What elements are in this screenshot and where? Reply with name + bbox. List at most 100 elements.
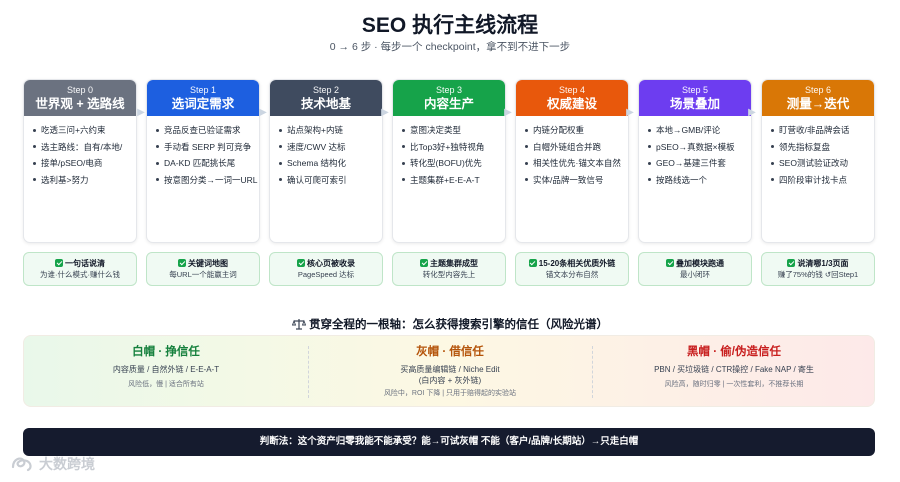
zone-title: 白帽 · 挣信任 bbox=[132, 346, 200, 358]
step-item: 接单/pSEO/电商 bbox=[33, 157, 130, 169]
step-number: Step 2 bbox=[312, 85, 340, 95]
check-icon bbox=[297, 259, 305, 267]
checkpoint-title: 叠加模块跑通 bbox=[676, 259, 724, 268]
arrow-right-icon: ▶ bbox=[137, 107, 145, 118]
arrow-right-icon: ▶ bbox=[748, 107, 756, 118]
step-item: 主题集群+E-E-A-T bbox=[402, 174, 499, 186]
checkpoint-desc: PageSpeed 达标 bbox=[297, 270, 355, 279]
step-number: Step 1 bbox=[189, 85, 217, 95]
step-item: SEO测试验证改动 bbox=[771, 157, 868, 169]
checkpoint-desc: 最小闭环 bbox=[680, 270, 710, 279]
checkpoint-card-5: 叠加模块跑通 最小闭环 bbox=[638, 252, 752, 286]
step-item: 意图决定类型 bbox=[402, 124, 499, 136]
arrow-right-icon: ▶ bbox=[259, 107, 267, 118]
zone-black-hat: 黑帽 · 偷/伪造信任 PBN / 买垃圾链 / CTR操控 / Fake NA… bbox=[592, 336, 876, 408]
step-card-1: Step 1 选词定需求 竞品反查已验证需求 手动看 SERP 判可竞争 DA-… bbox=[146, 79, 260, 243]
step-card-4: Step 4 权威建设 内链分配权重 白帽外链组合并跑 相关性优先·锚文本自然 … bbox=[515, 79, 629, 243]
step-header: Step 6 测量→迭代 bbox=[762, 80, 874, 116]
step-item: 竞品反查已验证需求 bbox=[156, 124, 253, 136]
step-item-list: 竞品反查已验证需求 手动看 SERP 判可竞争 DA-KD 匹配挑长尾 按意图分… bbox=[147, 116, 259, 186]
page-title: SEO 执行主线流程 bbox=[361, 14, 539, 37]
zone-desc: 买高质量编辑链 / Niche Edit bbox=[400, 365, 500, 374]
step-item-list: 本地→GMB/评论 pSEO→真数据×模板 GEO→基建三件套 按路线选一个 bbox=[639, 116, 751, 186]
check-icon bbox=[55, 259, 63, 267]
checkpoint-desc: 为谁·什么模式·赚什么钱 bbox=[40, 270, 120, 279]
checkpoint-title: 主题集群成型 bbox=[430, 259, 478, 268]
watermark: 大数跨境 bbox=[10, 453, 95, 475]
step-item: 按意图分类→一词一URL bbox=[156, 174, 258, 186]
step-name: 内容生产 bbox=[423, 97, 474, 111]
arrow-right-icon: ▶ bbox=[381, 107, 389, 118]
step-item: 选利基>努力 bbox=[33, 174, 130, 186]
step-header: Step 4 权威建设 bbox=[516, 80, 628, 116]
axis-title-text: 贯穿全程的一根轴：怎么获得搜索引擎的信任（风险光谱） bbox=[309, 319, 608, 331]
step-item-list: 吃透三问+六约束 选主路线：自有/本地/ 接单/pSEO/电商 选利基>努力 bbox=[24, 116, 136, 186]
watermark-text: 大数跨境 bbox=[39, 456, 95, 472]
step-item: GEO→基建三件套 bbox=[648, 157, 745, 169]
step-header: Step 1 选词定需求 bbox=[147, 80, 259, 116]
zone-note: 风险低，慢 | 适合所有站 bbox=[128, 381, 204, 388]
check-icon bbox=[178, 259, 186, 267]
scale-icon bbox=[292, 319, 306, 330]
step-item: DA-KD 匹配挑长尾 bbox=[156, 157, 253, 169]
axis-title: 贯穿全程的一根轴：怎么获得搜索引擎的信任（风险光谱） bbox=[0, 316, 900, 332]
step-card-5: Step 5 场景叠加 本地→GMB/评论 pSEO→真数据×模板 GEO→基建… bbox=[638, 79, 752, 243]
step-item: 手动看 SERP 判可竞争 bbox=[156, 141, 253, 153]
zone-divider bbox=[308, 346, 309, 398]
risk-spectrum: 白帽 · 挣信任 内容质量 / 自然外链 / E-E-A-T 风险低，慢 | 适… bbox=[23, 335, 875, 407]
brand-logo-icon bbox=[11, 457, 32, 472]
step-number: Step 3 bbox=[435, 85, 463, 95]
step-item: pSEO→真数据×模板 bbox=[648, 141, 745, 153]
zone-note: 风险高，随时归零 | 一次性套利，不推荐长期 bbox=[664, 381, 804, 388]
checkpoint-title: 一句话说清 bbox=[65, 259, 105, 268]
checkpoint-desc: 赚了75%的钱 ↺回Step1 bbox=[777, 270, 859, 279]
step-item-list: 内链分配权重 白帽外链组合并跑 相关性优先·锚文本自然 实体/品牌一致信号 bbox=[516, 116, 628, 186]
step-header: Step 2 技术地基 bbox=[270, 80, 382, 116]
zone-grey-hat: 灰帽 · 借信任 买高质量编辑链 / Niche Edit (白内容 + 灰外链… bbox=[308, 336, 592, 408]
step-item-list: 意图决定类型 比Top3好+独特视角 转化型(BOFU)优先 主题集群+E-E-… bbox=[393, 116, 505, 186]
zone-desc: 内容质量 / 自然外链 / E-E-A-T bbox=[112, 365, 220, 374]
zone-title: 灰帽 · 借信任 bbox=[416, 346, 484, 358]
step-item-list: 盯营收/非品牌会话 领先指标复盘 SEO测试验证改动 四阶段审计找卡点 bbox=[762, 116, 874, 186]
checkpoint-card-2: 核心页被收录 PageSpeed 达标 bbox=[269, 252, 383, 286]
step-item: 站点架构+内链 bbox=[279, 124, 376, 136]
step-card-0: Step 0 世界观 + 选路线 吃透三问+六约束 选主路线：自有/本地/ 接单… bbox=[23, 79, 137, 243]
check-icon bbox=[420, 259, 428, 267]
checkpoint-card-4: 15-20条相关优质外链 锚文本分布自然 bbox=[515, 252, 629, 286]
step-item: 四阶段审计找卡点 bbox=[771, 174, 868, 186]
step-card-6: Step 6 测量→迭代 盯营收/非品牌会话 领先指标复盘 SEO测试验证改动 … bbox=[761, 79, 875, 243]
checkpoint-title: 15-20条相关优质外链 bbox=[538, 259, 616, 268]
step-number: Step 6 bbox=[804, 85, 832, 95]
checkpoint-card-3: 主题集群成型 转化型内容先上 bbox=[392, 252, 506, 286]
zone-divider bbox=[592, 346, 593, 398]
checkpoint-title: 核心页被收录 bbox=[307, 259, 355, 268]
checkpoint-desc: 每URL一个能赢主词 bbox=[169, 270, 237, 279]
arrow-right-icon: ▶ bbox=[504, 107, 512, 118]
step-item: 确认可爬可索引 bbox=[279, 174, 376, 186]
checkpoint-card-1: 关键词地图 每URL一个能赢主词 bbox=[146, 252, 260, 286]
step-item: 按路线选一个 bbox=[648, 174, 745, 186]
step-card-2: Step 2 技术地基 站点架构+内链 速度/CWV 达标 Schema 结构化… bbox=[269, 79, 383, 243]
step-item: 转化型(BOFU)优先 bbox=[402, 157, 499, 169]
step-name: 技术地基 bbox=[300, 97, 351, 111]
zone-title: 黑帽 · 偷/伪造信任 bbox=[687, 346, 781, 358]
step-header: Step 5 场景叠加 bbox=[639, 80, 751, 116]
step-name: 选词定需求 bbox=[171, 97, 235, 111]
step-item-list: 站点架构+内链 速度/CWV 达标 Schema 结构化 确认可爬可索引 bbox=[270, 116, 382, 186]
verdict-banner: 判断法：这个资产归零我能不能承受？能→可试灰帽 不能（客户/品牌/长期站）→只走… bbox=[23, 428, 875, 456]
step-item: 速度/CWV 达标 bbox=[279, 141, 376, 153]
zone-desc-secondary: (白内容 + 灰外链) bbox=[418, 376, 482, 385]
step-name: 权威建设 bbox=[546, 97, 597, 111]
checkpoint-desc: 转化型内容先上 bbox=[422, 270, 476, 279]
checkpoint-title: 说清哪1/3页面 bbox=[797, 259, 849, 268]
checkpoint-card-0: 一句话说清 为谁·什么模式·赚什么钱 bbox=[23, 252, 137, 286]
step-name: 场景叠加 bbox=[669, 97, 720, 111]
step-item: 白帽外链组合并跑 bbox=[525, 141, 622, 153]
check-icon bbox=[666, 259, 674, 267]
page-subtitle: 0 → 6 步 · 每步一个 checkpoint，拿不到不进下一步 bbox=[329, 41, 571, 53]
step-header: Step 0 世界观 + 选路线 bbox=[24, 80, 136, 116]
step-name: 测量→迭代 bbox=[786, 97, 850, 111]
steps-row: Step 0 世界观 + 选路线 吃透三问+六约束 选主路线：自有/本地/ 接单… bbox=[23, 79, 875, 243]
step-item: 内链分配权重 bbox=[525, 124, 622, 136]
step-number: Step 4 bbox=[558, 85, 586, 95]
